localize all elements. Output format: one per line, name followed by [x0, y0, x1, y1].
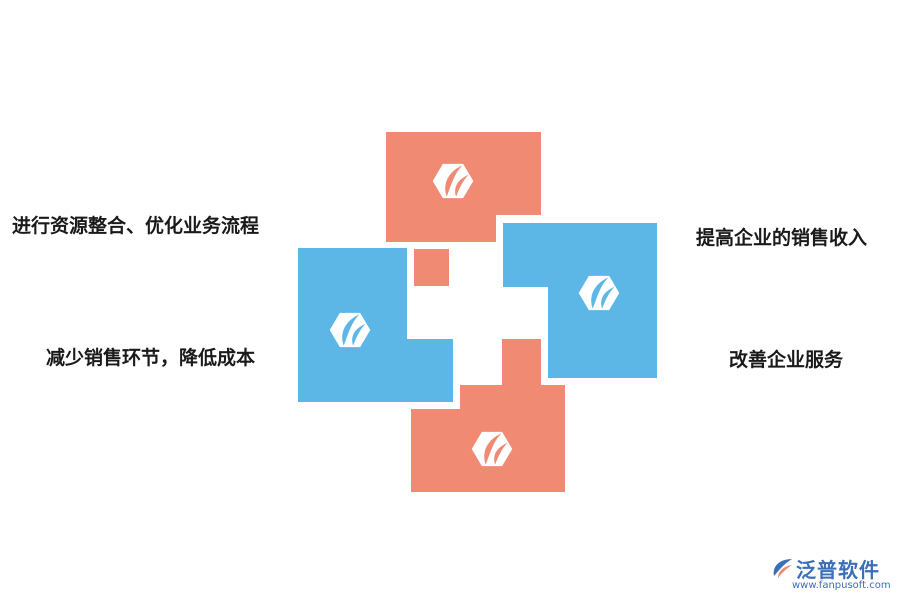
brand-url: www.fanpusoft.com	[792, 580, 891, 591]
brand-name: 泛普软件	[796, 558, 880, 582]
left-blue-block	[298, 248, 453, 402]
watermark: 泛普软件 www.fanpusoft.com	[770, 552, 895, 598]
bottom-salmon-connector	[502, 339, 541, 385]
right-blue-block	[503, 223, 657, 378]
label-top-right: 提高企业的销售收入	[696, 227, 868, 249]
brand-logo-icon	[773, 559, 792, 578]
label-bottom-left: 减少销售环节，降低成本	[46, 347, 256, 369]
label-bottom-right: 改善企业服务	[729, 349, 844, 371]
label-top-left: 进行资源整合、优化业务流程	[12, 215, 260, 237]
top-salmon-connector	[414, 249, 449, 286]
